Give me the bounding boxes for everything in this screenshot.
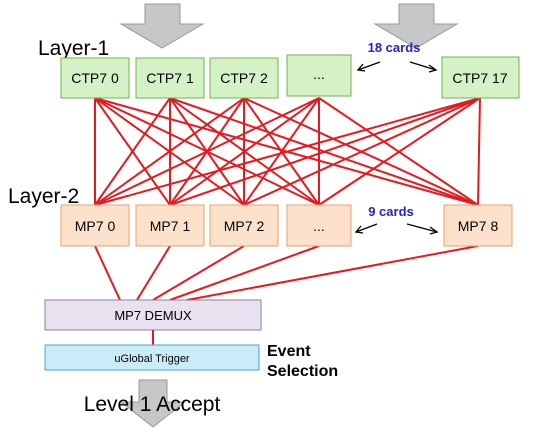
layer2-count-label: 9 cards: [368, 204, 414, 219]
demux-link: [136, 245, 171, 301]
layer1-card-label: CTP7 0: [71, 70, 119, 86]
layer1-card[interactable]: CTP7 1: [135, 57, 205, 99]
layer2-card-label: MP7 8: [458, 218, 499, 234]
demux-link: [186, 245, 479, 301]
layer-link: [243, 97, 481, 206]
layer-link: [169, 97, 320, 206]
layer2-card[interactable]: MP7 2: [209, 204, 279, 247]
layer-1-cards: CTP7 0 CTP7 1 CTP7 2 ... CTP7 17: [60, 54, 520, 99]
layer1-card-label: CTP7 1: [146, 70, 194, 86]
accept-label: Level 1 Accept: [84, 393, 221, 416]
event-selection-line1: Event: [267, 343, 311, 360]
layer-2-cards: MP7 0 MP7 1 MP7 2 ... MP7 8: [60, 204, 513, 247]
layer-1-label: Layer-1: [38, 37, 109, 60]
layer-link: [94, 97, 481, 206]
trigger-label: uGlobal Trigger: [114, 353, 190, 365]
layer1-card[interactable]: CTP7 17: [441, 56, 520, 99]
layer1-card-label: ...: [313, 66, 325, 82]
input-arrow-left: [119, 3, 205, 49]
layer1-card[interactable]: ...: [286, 54, 352, 97]
demux-link: [94, 245, 121, 301]
layer2-count-arrows: [354, 223, 439, 235]
layer2-card-label: MP7 0: [75, 218, 116, 234]
layer1-card-label: CTP7 2: [220, 70, 268, 86]
demux-link: [152, 245, 245, 301]
layer-link: [243, 97, 320, 206]
layer1-count-arrows: [356, 61, 438, 73]
layer2-card[interactable]: MP7 0: [60, 204, 130, 247]
layer-link: [318, 97, 481, 206]
event-selection-line2: Selection: [267, 363, 338, 380]
layer-link: [169, 97, 481, 206]
input-arrow-right: [373, 3, 459, 49]
trigger-box[interactable]: uGlobal Trigger: [44, 344, 260, 371]
demux-label: MP7 DEMUX: [114, 308, 192, 323]
layer-link: [94, 97, 245, 206]
demux-box[interactable]: MP7 DEMUX: [44, 299, 262, 331]
layer-link: [94, 97, 320, 206]
layer-links: [94, 97, 481, 301]
demux-link: [169, 245, 320, 301]
layer2-card[interactable]: MP7 1: [135, 204, 205, 247]
layer2-card[interactable]: MP7 8: [443, 204, 513, 247]
layer2-card-label: MP7 1: [150, 218, 191, 234]
layer-2-label: Layer-2: [8, 185, 79, 208]
output-arrow: [119, 379, 187, 428]
layer1-card[interactable]: CTP7 2: [209, 57, 279, 99]
layer2-card-label: ...: [313, 218, 325, 234]
layer2-card[interactable]: ...: [286, 204, 352, 247]
layer1-card[interactable]: CTP7 0: [60, 57, 130, 99]
layer1-count-label: 18 cards: [368, 40, 421, 55]
layer1-card-label: CTP7 17: [452, 70, 507, 86]
layer2-card-label: MP7 2: [224, 218, 265, 234]
layer-link: [477, 97, 481, 206]
layer-link: [94, 97, 171, 206]
